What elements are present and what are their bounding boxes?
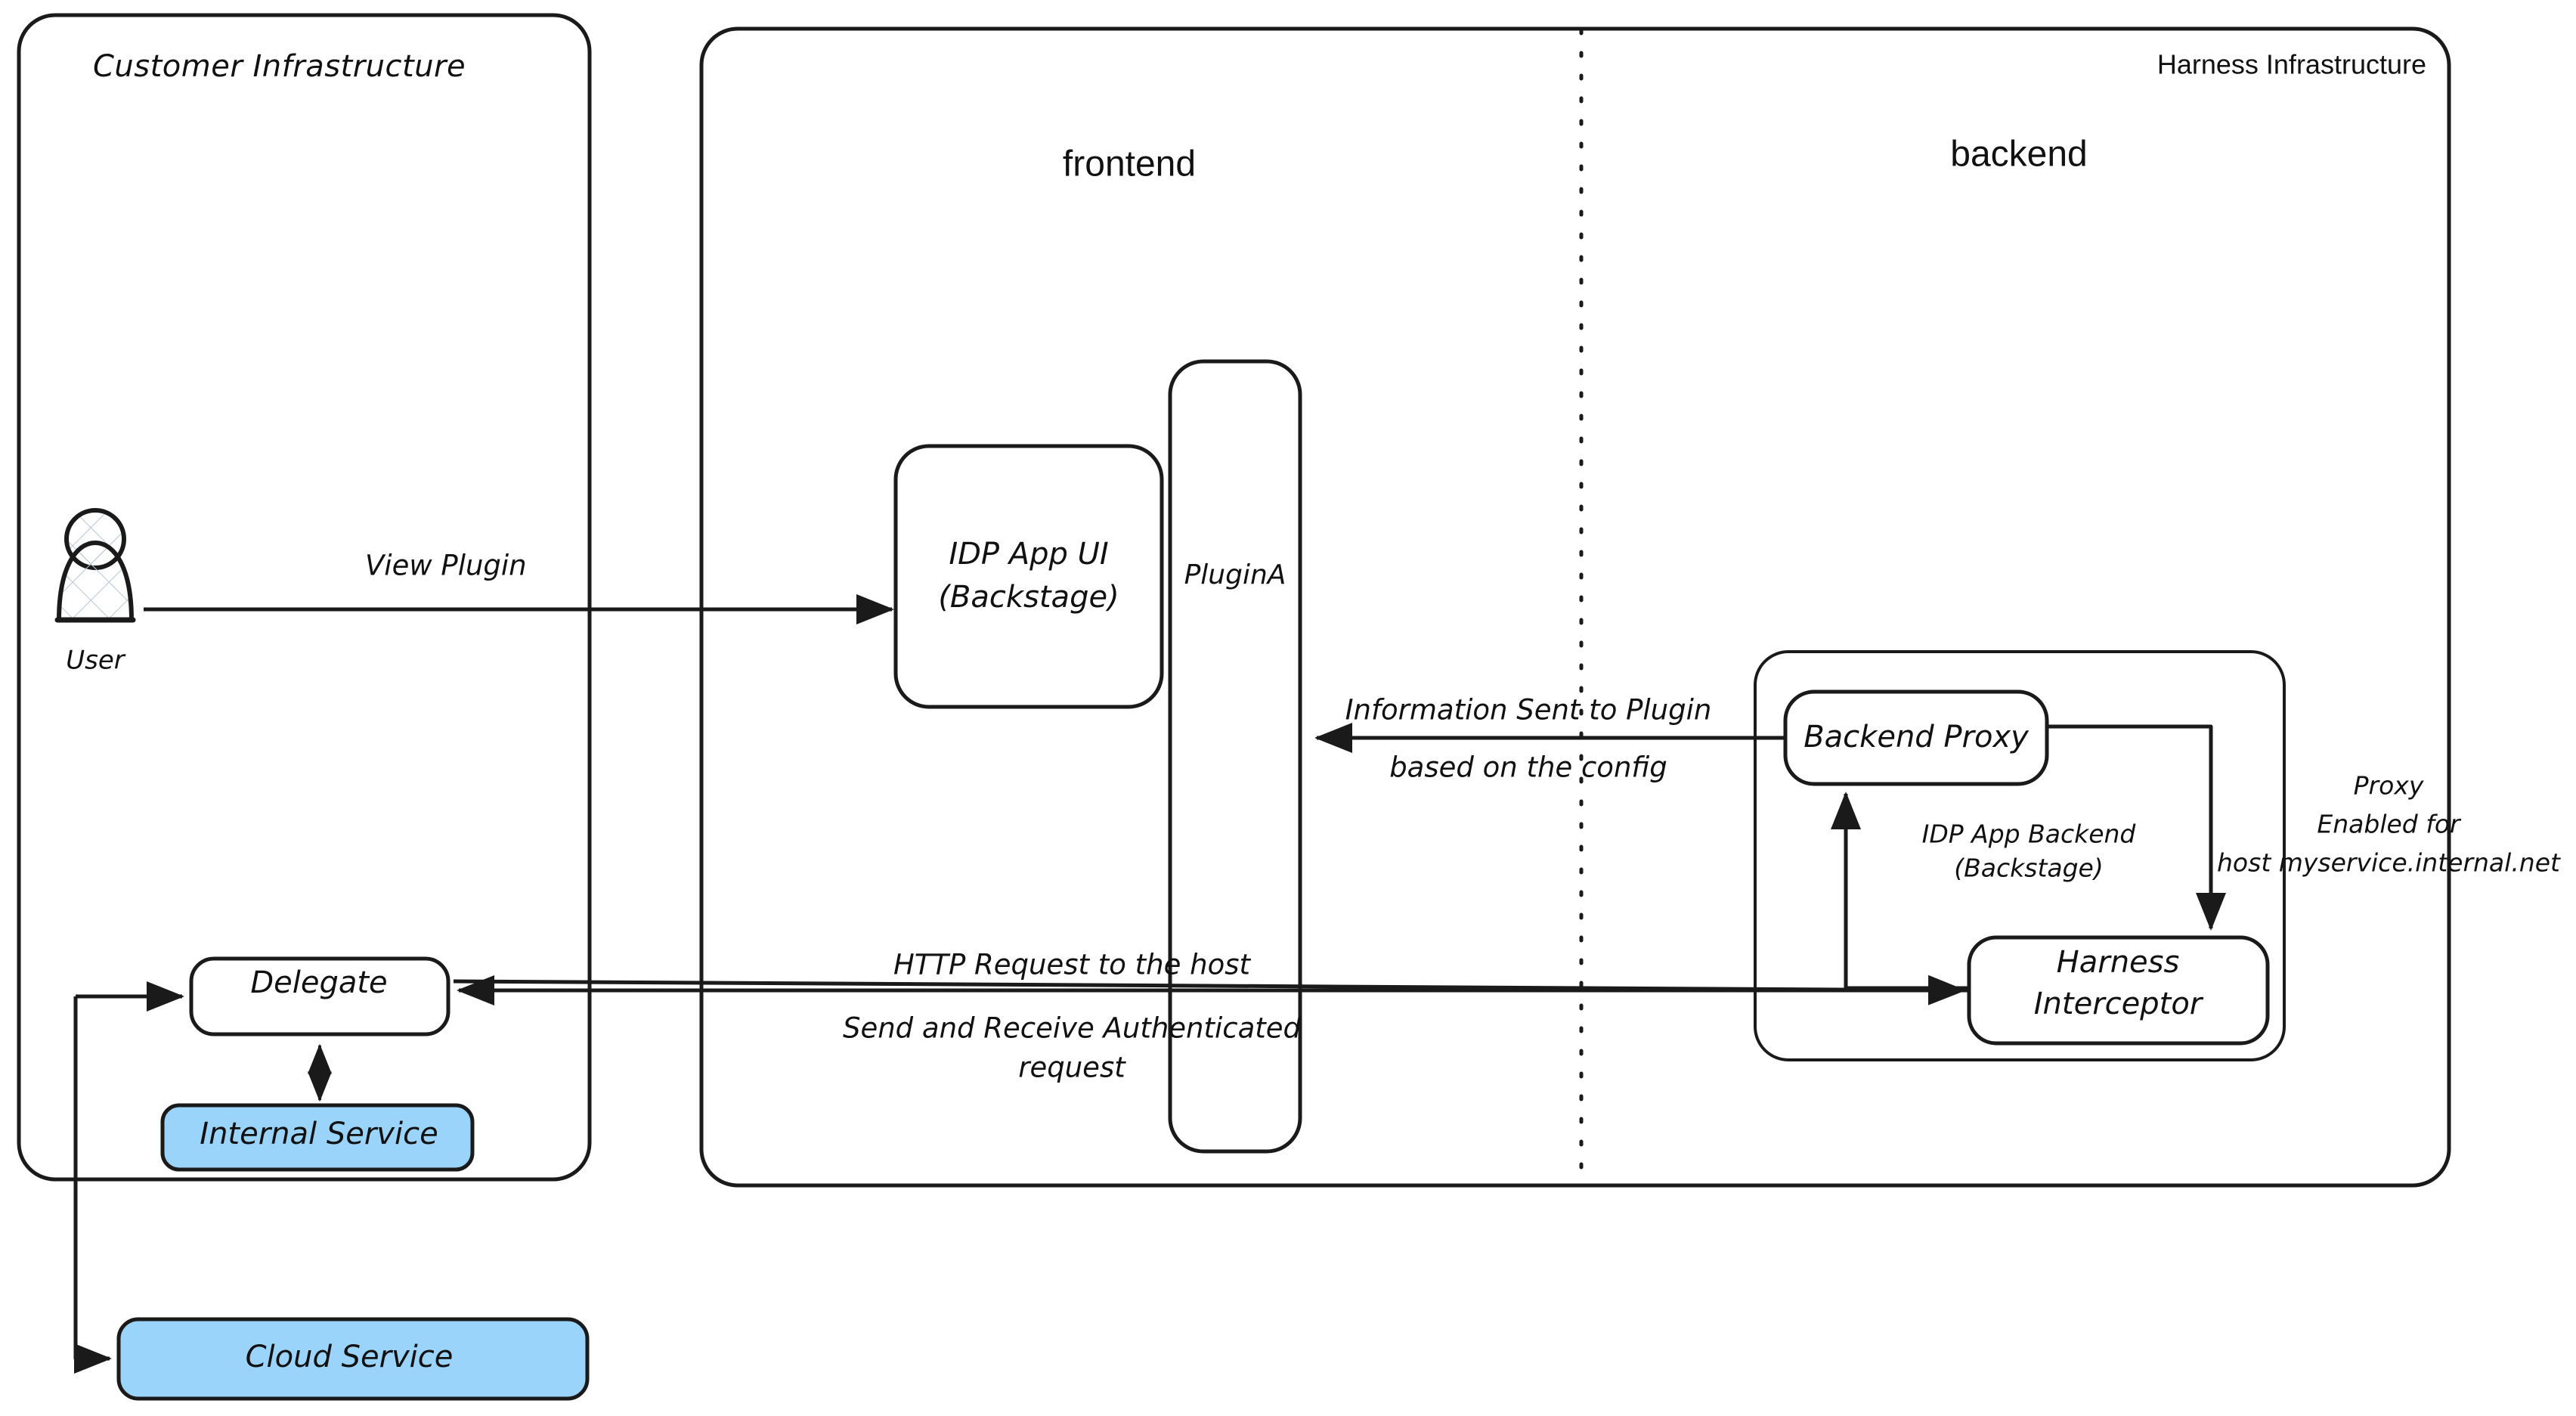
node-harness-interceptor[interactable]: Harness Interceptor: [1967, 935, 2270, 1046]
user-avatar-icon: [54, 508, 136, 623]
harness-interceptor-label-line2: Interceptor: [2034, 987, 2204, 1021]
group-customer-infrastructure: Customer Infrastructure: [17, 13, 592, 1182]
user-label: User: [66, 646, 126, 676]
backend-proxy-label: Backend Proxy: [1804, 720, 2030, 754]
idp-app-ui-label-line1: IDP App UI: [949, 537, 1108, 572]
edge-view-plugin: View Plugin: [144, 550, 895, 624]
edge-label-info-to-plugin-line1: Information Sent to Plugin: [1345, 694, 1712, 727]
idp-app-backend-label-line1: IDP App Backend: [1922, 820, 2137, 849]
edge-label-http-request-line1: HTTP Request to the host: [893, 949, 1252, 981]
harness-infrastructure-box: [699, 26, 2451, 1188]
internal-service-label: Internal Service: [200, 1117, 438, 1151]
customer-infrastructure-label: Customer Infrastructure: [93, 49, 466, 84]
plugin-a-box[interactable]: [1168, 359, 1302, 1154]
node-plugin-a[interactable]: PluginA: [1168, 359, 1302, 1154]
idp-app-ui-box[interactable]: [893, 444, 1164, 709]
delegate-box[interactable]: [189, 956, 450, 1036]
edge-info-to-plugin: Information Sent to Plugin based on the …: [1314, 694, 1785, 784]
node-delegate[interactable]: Delegate: [189, 956, 450, 1036]
delegate-label: Delegate: [250, 965, 387, 1000]
edge-label-proxy-enabled-line3: host myservice.internal.net: [2217, 848, 2561, 878]
node-idp-app-ui[interactable]: IDP App UI (Backstage): [893, 444, 1164, 709]
edge-proxy-to-interceptor: Proxy Enabled for host myservice.interna…: [2047, 724, 2561, 931]
edge-label-http-request-line3: request: [1018, 1052, 1126, 1084]
edge-label-proxy-enabled-line1: Proxy: [2354, 771, 2424, 801]
harness-infrastructure-label: Harness Infrastructure: [2157, 49, 2426, 80]
cloud-service-label: Cloud Service: [246, 1340, 454, 1374]
edge-label-proxy-enabled-line2: Enabled for: [2317, 810, 2462, 839]
plugin-a-label: PluginA: [1184, 559, 1286, 590]
node-backend-proxy[interactable]: Backend Proxy: [1783, 689, 2049, 786]
edge-label-http-request-line2: Send and Receive Authenticated: [843, 1012, 1302, 1045]
edge-http-request: HTTP Request to the host Send and Receiv…: [453, 949, 1969, 1084]
node-cloud-service[interactable]: Cloud Service: [116, 1317, 590, 1401]
cloud-service-box[interactable]: [116, 1317, 590, 1401]
group-idp-app-backend: IDP App Backend (Backstage): [1754, 650, 2286, 1061]
node-internal-service[interactable]: Internal Service: [160, 1103, 475, 1172]
idp-app-ui-label-line2: (Backstage): [938, 580, 1119, 615]
edge-label-info-to-plugin-line2: based on the config: [1389, 751, 1667, 784]
group-harness-infrastructure: Harness Infrastructure frontend backend: [699, 26, 2451, 1188]
edge-label-view-plugin: View Plugin: [365, 550, 527, 582]
idp-app-backend-label-line2: (Backstage): [1954, 854, 2103, 883]
section-label-frontend: frontend: [1063, 144, 1196, 184]
customer-infrastructure-box: [17, 13, 592, 1182]
section-label-backend: backend: [1950, 135, 2087, 175]
internal-service-box[interactable]: [160, 1103, 475, 1172]
idp-app-backend-box: [1754, 650, 2286, 1061]
user-actor: User: [54, 508, 136, 676]
harness-interceptor-label-line1: Harness: [2057, 945, 2180, 980]
edge-delegate-cloud-service: [73, 981, 185, 1374]
